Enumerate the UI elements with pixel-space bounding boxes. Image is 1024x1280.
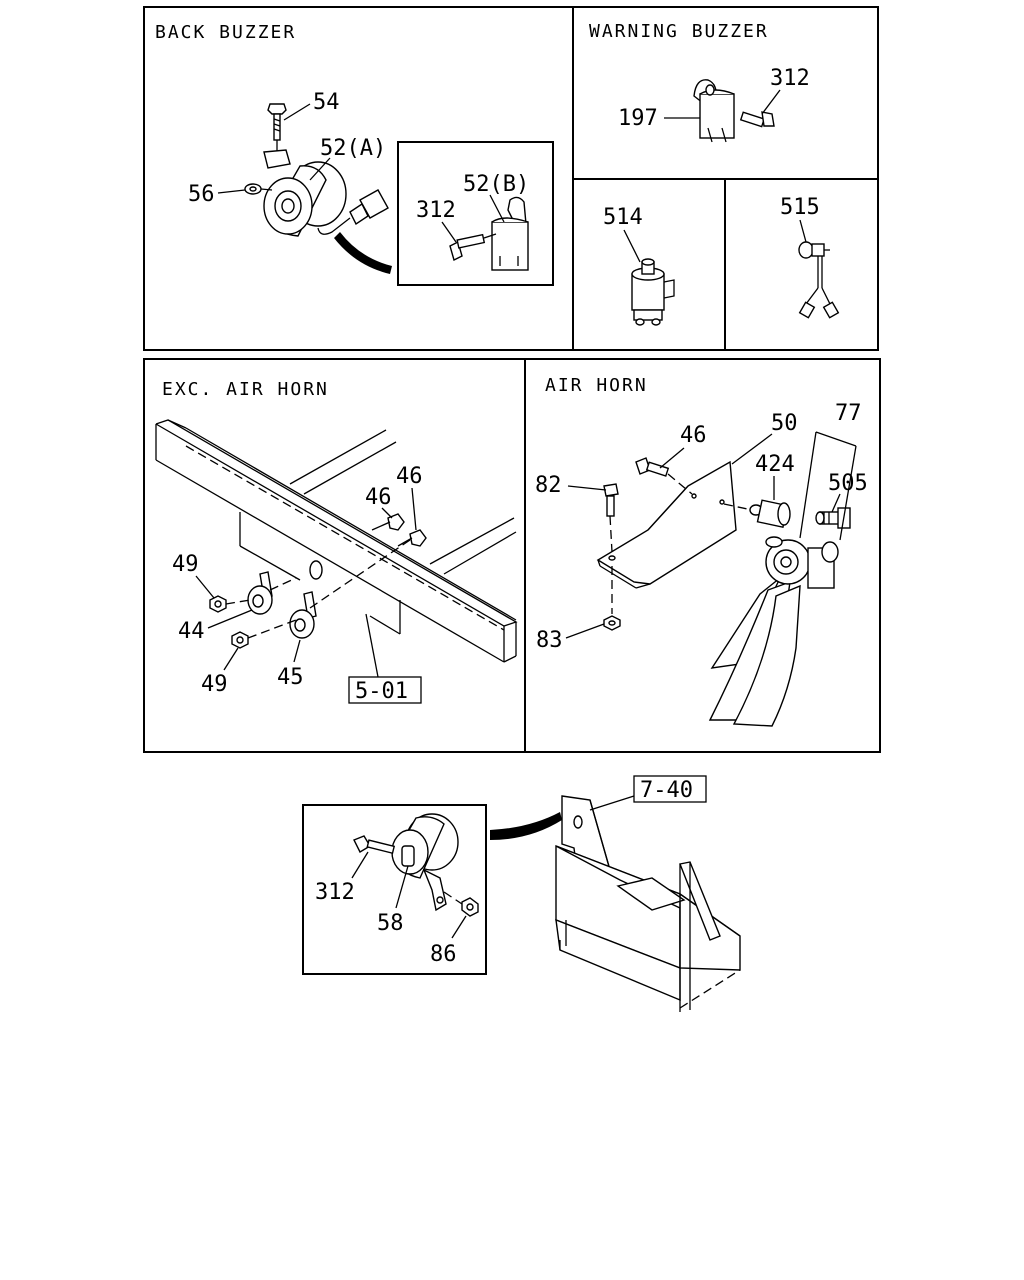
nut-86 [443, 891, 479, 917]
nut-49-a [209, 595, 227, 613]
bolt-54 [267, 103, 287, 152]
bolt-312-lower [353, 835, 396, 855]
back-buzzer-52a [263, 149, 389, 237]
lower-detail: 312 58 86 7-40 [315, 775, 741, 1012]
ref-box-7-40 [633, 775, 707, 803]
exc-air-horn-panel: EXC. AIR HORN [155, 379, 518, 704]
callout-83: 83 [536, 628, 563, 653]
bolt-312-inset [449, 233, 497, 262]
callout-197: 197 [618, 106, 658, 131]
mounting-bracket [555, 795, 741, 1012]
nut-83 [603, 566, 621, 631]
buzzer-52b [491, 196, 529, 271]
panel-frames [143, 6, 881, 975]
callout-77: 77 [835, 401, 862, 426]
callout-46-air: 46 [680, 423, 707, 448]
bolt-82 [603, 483, 619, 553]
bolt-46-a [371, 513, 405, 531]
bolt-46-air [635, 457, 693, 495]
callout-312-inset: 312 [416, 198, 456, 223]
exc-air-horn-title: EXC. AIR HORN [162, 379, 329, 400]
callout-49-a: 49 [172, 552, 199, 577]
air-horn-body [708, 536, 839, 727]
callout-49-b: 49 [201, 672, 228, 697]
bolt-46-b [397, 529, 427, 547]
callout-312-lower: 312 [315, 880, 355, 905]
buzzer-58 [391, 813, 459, 912]
warning-buzzer-panel: WARNING BUZZER 312 197 [589, 21, 810, 143]
reference-5-01: 5-01 [355, 679, 408, 704]
part-515-panel: 515 [780, 195, 840, 319]
reference-7-40: 7-40 [640, 778, 693, 803]
ref-box-5-01 [348, 676, 422, 704]
callout-56: 56 [188, 182, 215, 207]
callout-86: 86 [430, 942, 457, 967]
bracket-50 [596, 460, 737, 589]
air-horn-panel: AIR HORN [535, 375, 868, 727]
callout-46-a: 46 [365, 485, 392, 510]
fitting-505 [815, 507, 851, 529]
harness-515 [798, 241, 840, 319]
inset-52b-frame [397, 141, 554, 286]
solenoid-514 [631, 258, 675, 326]
callout-82: 82 [535, 473, 562, 498]
air-horn-title: AIR HORN [545, 375, 648, 396]
warning-buzzer-title: WARNING BUZZER [589, 21, 769, 42]
callout-44: 44 [178, 619, 205, 644]
callout-54: 54 [313, 90, 340, 115]
callout-45: 45 [277, 665, 304, 690]
spacer-424 [723, 499, 791, 528]
callout-46-b: 46 [396, 464, 423, 489]
inset-arrow [334, 232, 392, 274]
callout-312-warning: 312 [770, 66, 810, 91]
callout-50: 50 [771, 411, 798, 436]
bolt-312-warning [739, 111, 775, 128]
part-514-panel: 514 [603, 205, 675, 326]
callout-52a: 52(A) [320, 136, 386, 161]
callout-424: 424 [755, 452, 795, 477]
nut-49-b [231, 631, 249, 649]
back-buzzer-panel: BACK BUZZER [155, 22, 554, 286]
back-buzzer-title: BACK BUZZER [155, 22, 296, 43]
callout-505: 505 [828, 471, 868, 496]
callout-515: 515 [780, 195, 820, 220]
frame-rails [155, 419, 518, 663]
nut-56 [244, 183, 273, 195]
horn-45 [289, 591, 317, 639]
warning-buzzer-197 [693, 79, 735, 143]
callout-58: 58 [377, 911, 404, 936]
bracket-arrow [490, 812, 562, 840]
horn-44 [247, 571, 273, 615]
callout-52b: 52(B) [463, 172, 529, 197]
callout-514: 514 [603, 205, 643, 230]
